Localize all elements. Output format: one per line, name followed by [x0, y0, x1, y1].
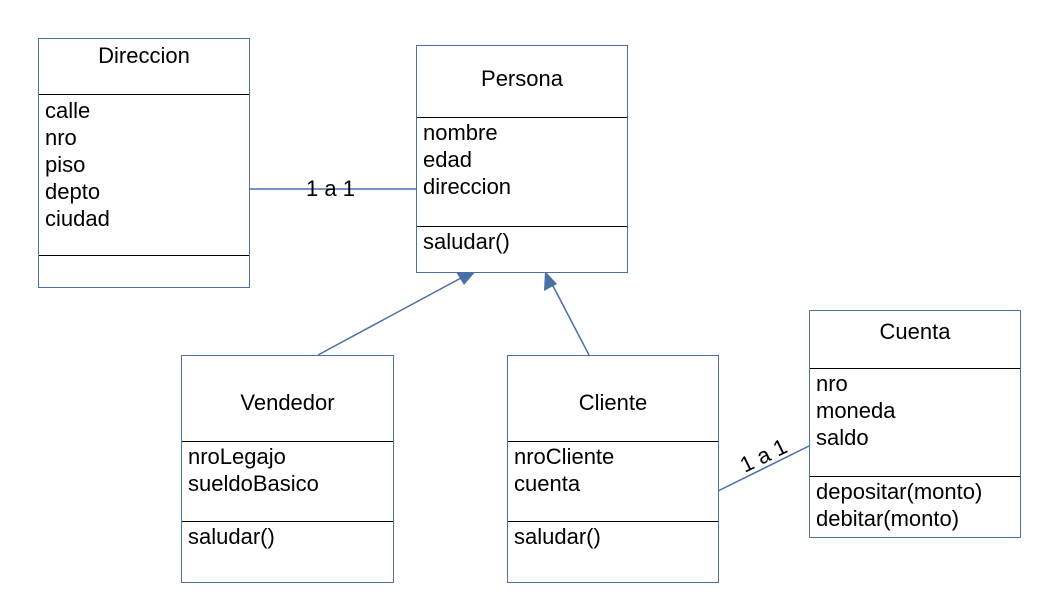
association-label-direccion-persona: 1 a 1 — [306, 176, 355, 201]
class-cuenta-separator-1 — [810, 368, 1020, 369]
class-vendedor-name: Vendedor — [240, 390, 335, 415]
attribute: sueldoBasico — [188, 471, 319, 496]
attribute: moneda — [816, 398, 896, 423]
inheritance-arrowhead-cliente — [544, 271, 557, 291]
class-vendedor-attributes: nroLegajo sueldoBasico — [188, 443, 319, 497]
attribute: cuenta — [514, 471, 581, 496]
class-direccion-separator-2 — [39, 255, 249, 256]
attribute: edad — [423, 147, 472, 172]
class-cuenta-name: Cuenta — [879, 319, 951, 344]
class-cliente-separator-2 — [508, 521, 718, 522]
method: saludar() — [514, 524, 601, 549]
class-direccion: Direccion calle nro piso depto ciudad — [38, 38, 250, 288]
class-persona-attributes: nombre edad direccion — [423, 119, 511, 200]
attribute: nroLegajo — [188, 444, 286, 469]
class-cuenta-separator-2 — [810, 476, 1020, 477]
class-cliente-attributes: nroCliente cuenta — [514, 443, 614, 497]
attribute: nombre — [423, 120, 498, 145]
class-persona-separator-2 — [417, 226, 627, 227]
inheritance-vendedor-persona — [317, 277, 462, 356]
class-vendedor-separator-2 — [182, 521, 393, 522]
class-direccion-attributes: calle nro piso depto ciudad — [45, 97, 110, 232]
class-persona-separator-1 — [417, 117, 627, 118]
attribute: nroCliente — [514, 444, 615, 469]
class-direccion-name: Direccion — [98, 43, 190, 68]
class-cliente-name: Cliente — [578, 390, 648, 415]
method: saludar() — [423, 229, 510, 254]
inheritance-arrowhead-vendedor — [456, 271, 476, 285]
attribute: saldo — [816, 425, 869, 450]
class-cliente: Cliente nroCliente cuenta saludar() — [507, 355, 719, 583]
attribute: nro — [45, 125, 77, 150]
attribute: nro — [816, 371, 848, 396]
attribute: piso — [45, 152, 86, 177]
attribute: calle — [45, 98, 91, 123]
class-cliente-separator-1 — [508, 441, 718, 442]
class-cuenta-attributes: nro moneda saldo — [816, 370, 896, 451]
association-cliente-cuenta — [717, 445, 810, 492]
class-cuenta-methods: depositar(monto) debitar(monto) — [816, 478, 982, 532]
class-cuenta: Cuenta nro moneda saldo depositar(monto)… — [809, 310, 1021, 538]
class-vendedor-methods: saludar() — [188, 523, 275, 550]
class-persona: Persona nombre edad direccion saludar() — [416, 45, 628, 273]
class-persona-methods: saludar() — [423, 228, 510, 255]
method: debitar(monto) — [816, 506, 960, 531]
attribute: depto — [45, 179, 101, 204]
method: depositar(monto) — [816, 479, 983, 504]
class-cliente-methods: saludar() — [514, 523, 601, 550]
attribute: ciudad — [45, 206, 110, 231]
class-vendedor-separator-1 — [182, 441, 393, 442]
method: saludar() — [188, 524, 275, 549]
class-vendedor: Vendedor nroLegajo sueldoBasico saludar(… — [181, 355, 394, 583]
attribute: direccion — [423, 174, 512, 199]
class-direccion-separator-1 — [39, 94, 249, 95]
class-persona-name: Persona — [481, 66, 563, 91]
inheritance-cliente-persona — [551, 283, 590, 356]
